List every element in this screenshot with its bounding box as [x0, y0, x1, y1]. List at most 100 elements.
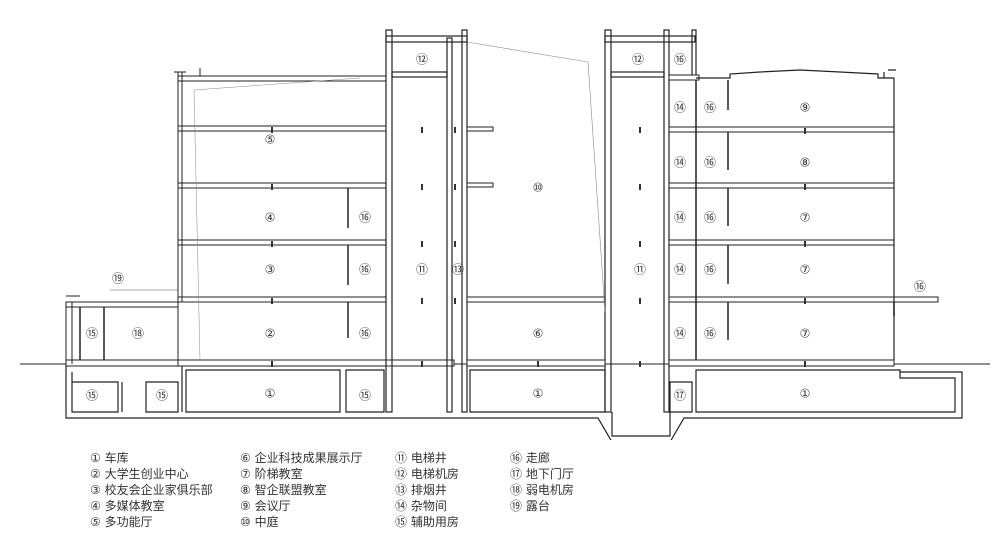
room-tag: ⑮	[359, 389, 371, 403]
room-tag: ⑥	[533, 327, 544, 341]
legend-item: ⑤ 多功能厅	[90, 515, 153, 529]
legend-item: ③ 校友会企业家俱乐部	[90, 483, 213, 497]
room-tag: ④	[265, 211, 276, 225]
column-marker	[454, 127, 456, 133]
room-tag: ⑤	[265, 133, 276, 147]
legend-item: ④ 多媒体教室	[90, 499, 165, 513]
legend-item: ⑱ 弱电机房	[510, 483, 574, 497]
room-tag: ⑯	[914, 280, 926, 294]
room-tag: ⑦	[800, 327, 811, 341]
room-tag: ⑭	[674, 263, 686, 277]
room-tag: ⑯	[674, 53, 686, 67]
column-marker	[421, 184, 423, 190]
room-tag: ⑭	[674, 211, 686, 225]
column-marker	[271, 361, 273, 367]
column-marker	[804, 184, 806, 190]
legend-item: ⑩ 中庭	[240, 515, 279, 529]
slabs-left	[65, 75, 455, 367]
room-tag: ②	[265, 327, 276, 341]
column-marker	[421, 241, 423, 247]
legend-item: ⑲ 露台	[510, 499, 550, 513]
room-tag: ⑮	[156, 389, 168, 403]
core-left	[385, 29, 468, 413]
room-tag: ⑮	[86, 389, 98, 403]
legend-item: ⑨ 会议厅	[240, 499, 291, 513]
legend-item: ⑫ 电梯机房	[395, 467, 459, 481]
legend-item: ⑥ 企业科技成果展示厅	[240, 451, 363, 465]
column-marker	[804, 298, 806, 304]
room-tag: ⑯	[704, 211, 716, 225]
column-marker	[639, 127, 641, 133]
room-tag: ⑯	[359, 211, 371, 225]
column-marker	[271, 241, 273, 247]
room-tag: ⑭	[674, 156, 686, 170]
partitions	[79, 80, 895, 360]
atrium	[466, 41, 606, 367]
legend: ① 车库 ② 大学生创业中心 ③ 校友会企业家俱乐部 ④ 多媒体教室 ⑤ 多功能…	[90, 450, 970, 534]
room-tag: ⑧	[800, 156, 811, 170]
legend-column-1: ① 车库 ② 大学生创业中心 ③ 校友会企业家俱乐部 ④ 多媒体教室 ⑤ 多功能…	[90, 450, 213, 530]
room-tag: ⑦	[800, 263, 811, 277]
column-marker	[804, 128, 806, 134]
room-tag: ⑯	[359, 263, 371, 277]
room-tag: ⑲	[112, 272, 124, 286]
legend-item: ② 大学生创业中心	[90, 467, 189, 481]
room-tag: ⑭	[674, 101, 686, 115]
legend-column-4: ⑯ 走廊 ⑰ 地下门厅 ⑱ 弱电机房 ⑲ 露台	[510, 450, 574, 514]
column-marker	[271, 184, 273, 190]
room-tag: ⑦	[800, 211, 811, 225]
legend-item: ⑬ 排烟井	[395, 483, 447, 497]
room-tag: ⑩	[533, 181, 544, 195]
column-marker	[804, 361, 806, 367]
column-marker	[271, 127, 273, 133]
legend-item: ⑯ 走廊	[510, 451, 550, 465]
room-tags: ① ① ① ② ③ ④ ⑤ ⑥ ⑦ ⑦ ⑦ ⑧ ⑨ ⑩ ⑪ ⑪ ⑫ ⑫ ⑬ ⑭ ⑭ ⑭ ⑭ ⑭ ⑮ ⑮ ⑮ ⑮ ⑯ ⑯ ⑯ ⑯ ⑯ ⑯ ⑯ ⑯ ⑯ ⑯ ⑰ ⑱…	[86, 53, 926, 403]
room-tag: ①	[800, 387, 811, 401]
core-right	[604, 29, 697, 413]
column-marker	[804, 241, 806, 247]
basement	[65, 366, 963, 440]
column-marker	[537, 361, 539, 367]
legend-item: ⑰ 地下门厅	[510, 467, 574, 481]
column-marker	[639, 361, 641, 367]
roof-right	[696, 69, 896, 360]
column-marker	[421, 127, 423, 133]
room-tag: ⑪	[634, 263, 646, 277]
room-tag: ①	[533, 387, 544, 401]
column-marker	[271, 298, 273, 304]
legend-column-2: ⑥ 企业科技成果展示厅 ⑦ 阶梯教室 ⑧ 智企联盟教室 ⑨ 会议厅 ⑩ 中庭	[240, 450, 363, 530]
room-tag: ⑬	[452, 263, 464, 277]
legend-item: ⑮ 辅助用房	[395, 515, 459, 529]
left-facade	[65, 68, 361, 364]
legend-item: ⑭ 杂物间	[395, 499, 447, 513]
room-tag: ⑯	[704, 101, 716, 115]
room-tag: ⑯	[704, 156, 716, 170]
column-marker	[639, 184, 641, 190]
column-marker	[421, 298, 423, 304]
column-marker	[454, 298, 456, 304]
legend-item: ⑪ 电梯井	[395, 451, 447, 465]
legend-item: ⑧ 智企联盟教室	[240, 483, 327, 497]
room-tag: ①	[265, 387, 276, 401]
room-tag: ⑮	[86, 327, 98, 341]
room-tag: ③	[265, 263, 276, 277]
section-drawing: ① ① ① ② ③ ④ ⑤ ⑥ ⑦ ⑦ ⑦ ⑧ ⑨ ⑩ ⑪ ⑪ ⑫ ⑫ ⑬ ⑭ ⑭ ⑭ ⑭ ⑭ ⑮ ⑮ ⑮ ⑮ ⑯ ⑯ ⑯ ⑯ ⑯ ⑯ ⑯ ⑯ ⑯ ⑯ ⑰ ⑱…	[20, 29, 990, 440]
room-tag: ⑯	[704, 327, 716, 341]
room-tag: ⑱	[132, 327, 144, 341]
column-marker	[421, 361, 423, 367]
room-tag: ⑫	[416, 53, 428, 67]
legend-item: ⑦ 阶梯教室	[240, 467, 303, 481]
room-tag: ⑪	[416, 263, 428, 277]
column-marker	[639, 241, 641, 247]
column-marker	[454, 241, 456, 247]
room-tag: ⑯	[704, 263, 716, 277]
legend-item: ① 车库	[90, 451, 129, 465]
column-marker	[454, 184, 456, 190]
column-marker	[639, 298, 641, 304]
room-tag: ⑫	[632, 53, 644, 67]
room-tag: ⑯	[359, 327, 371, 341]
room-tag: ⑰	[674, 389, 686, 403]
legend-column-3: ⑪ 电梯井 ⑫ 电梯机房 ⑬ 排烟井 ⑭ 杂物间 ⑮ 辅助用房	[395, 450, 459, 530]
room-tag: ⑭	[674, 327, 686, 341]
room-tag: ⑨	[800, 101, 811, 115]
